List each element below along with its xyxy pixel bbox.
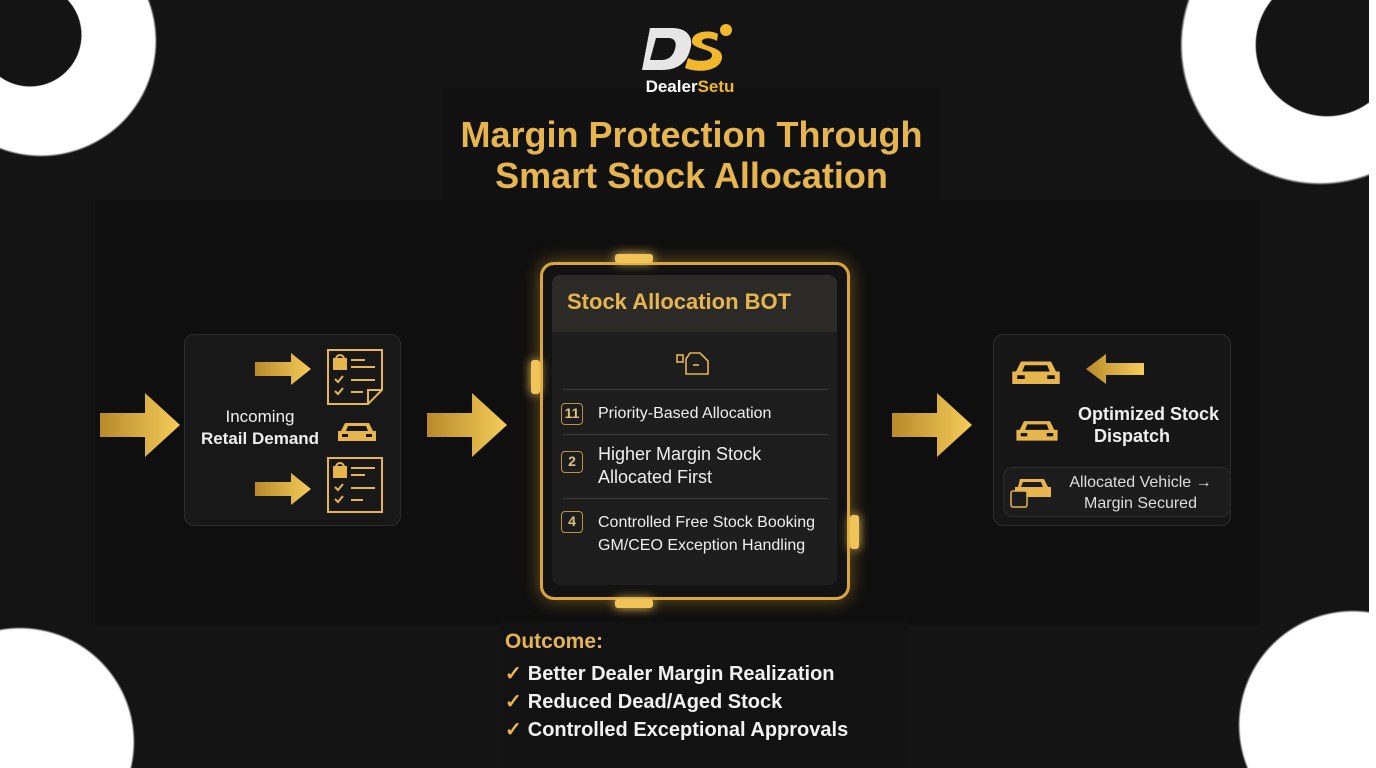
outcome-background <box>500 622 908 768</box>
page-title: Margin Protection Through Smart Stock Al… <box>443 114 940 196</box>
glow-tab <box>850 515 859 549</box>
bot-item: Priority-Based Allocation <box>598 405 772 422</box>
outcome-heading: Outcome: <box>505 630 604 653</box>
incoming-demand-label: Incoming Retail Demand <box>200 407 320 448</box>
car-icon <box>338 423 376 441</box>
arrow-right-icon <box>892 393 972 457</box>
arrow-right-icon <box>255 353 311 385</box>
title-line-2: Smart Stock Allocation <box>495 155 888 196</box>
step-number: 2 <box>561 451 583 473</box>
car-margin-icon <box>1010 479 1051 508</box>
divider <box>563 498 828 499</box>
outcome-item: ✓Controlled Exceptional Approvals <box>505 719 849 741</box>
glow-tab <box>615 599 653 608</box>
step-number: 4 <box>561 511 583 533</box>
outcome-item: ✓Better Dealer Margin Realization <box>505 663 835 685</box>
bot-title: Stock Allocation BOT <box>567 289 792 314</box>
bot-card-header <box>552 275 837 332</box>
title-line-1: Margin Protection Through <box>460 114 923 155</box>
arrow-right-icon <box>427 393 507 457</box>
margin-secured-box <box>1003 467 1231 517</box>
arrow-left-icon <box>1086 354 1144 384</box>
brand-name: DealerSetu <box>645 77 735 96</box>
car-icon <box>1016 421 1058 441</box>
checklist-document-icon <box>327 349 383 405</box>
dealersetu-logo <box>642 24 732 71</box>
step-number: 11 <box>561 403 583 425</box>
glow-tab <box>615 254 653 263</box>
bot-chip-icon <box>676 352 709 375</box>
check-icon: ✓ <box>505 719 522 741</box>
margin-secured-label: Allocated Vehicle → Margin Secured <box>1069 474 1212 512</box>
edge-strip <box>1369 0 1376 768</box>
arrow-right-icon <box>100 393 180 457</box>
arrow-right-icon <box>255 473 311 505</box>
dispatch-label: Optimized Stock Dispatch <box>1078 404 1220 446</box>
check-icon: ✓ <box>505 691 522 713</box>
divider <box>563 434 828 435</box>
check-icon: ✓ <box>505 663 522 685</box>
glow-tab <box>531 360 540 394</box>
outcome-item: ✓Reduced Dead/Aged Stock <box>505 691 783 713</box>
checklist-document-icon <box>327 457 383 513</box>
divider <box>563 389 828 390</box>
title-background <box>443 88 940 203</box>
car-icon <box>1012 361 1060 384</box>
